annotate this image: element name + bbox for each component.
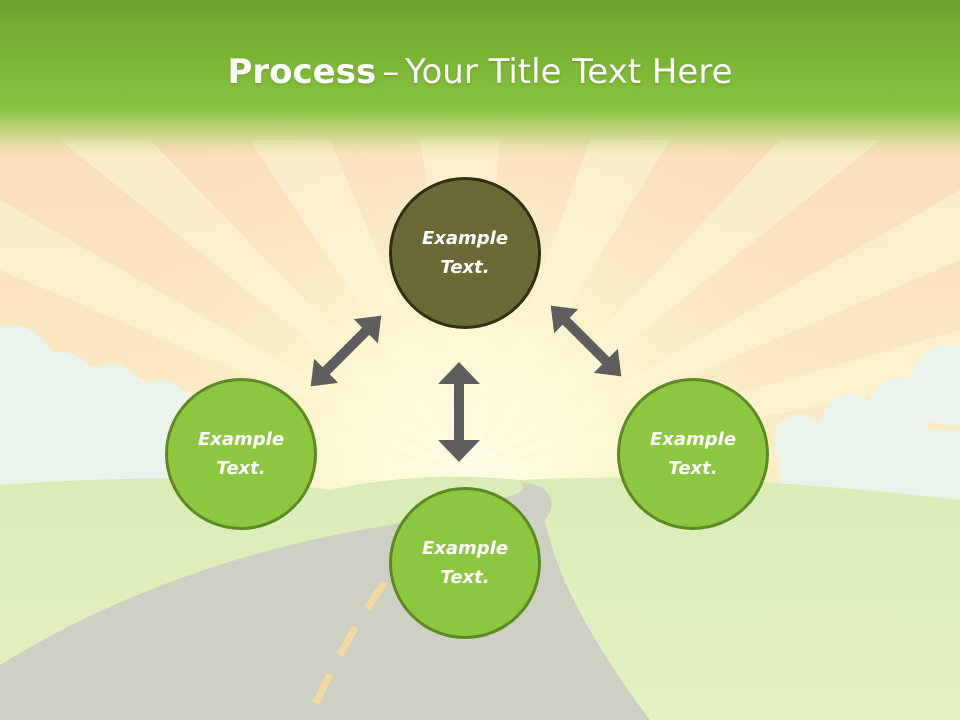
node-top-label: Example Text. <box>421 228 509 278</box>
clouds <box>0 325 960 500</box>
node-top[interactable]: Example Text. <box>389 177 541 329</box>
arrow-top-to-bottom <box>438 362 480 462</box>
slide-title[interactable]: Process–Your Title Text Here <box>227 52 732 92</box>
node-right[interactable]: Example Text. <box>617 378 769 530</box>
title-rest: Your Title Text Here <box>405 52 733 92</box>
road-center-line <box>311 579 388 707</box>
arrow-top-to-right <box>550 305 622 377</box>
title-separator: – <box>382 52 400 92</box>
node-bottom-label: Example Text. <box>421 538 509 588</box>
title-bar: Process–Your Title Text Here <box>0 0 960 150</box>
node-left-label: Example Text. <box>197 429 285 479</box>
arrow-left-to-top <box>310 315 382 387</box>
node-bottom[interactable]: Example Text. <box>389 487 541 639</box>
node-right-label: Example Text. <box>649 429 737 479</box>
node-left[interactable]: Example Text. <box>165 378 317 530</box>
title-bold: Process <box>227 52 377 92</box>
